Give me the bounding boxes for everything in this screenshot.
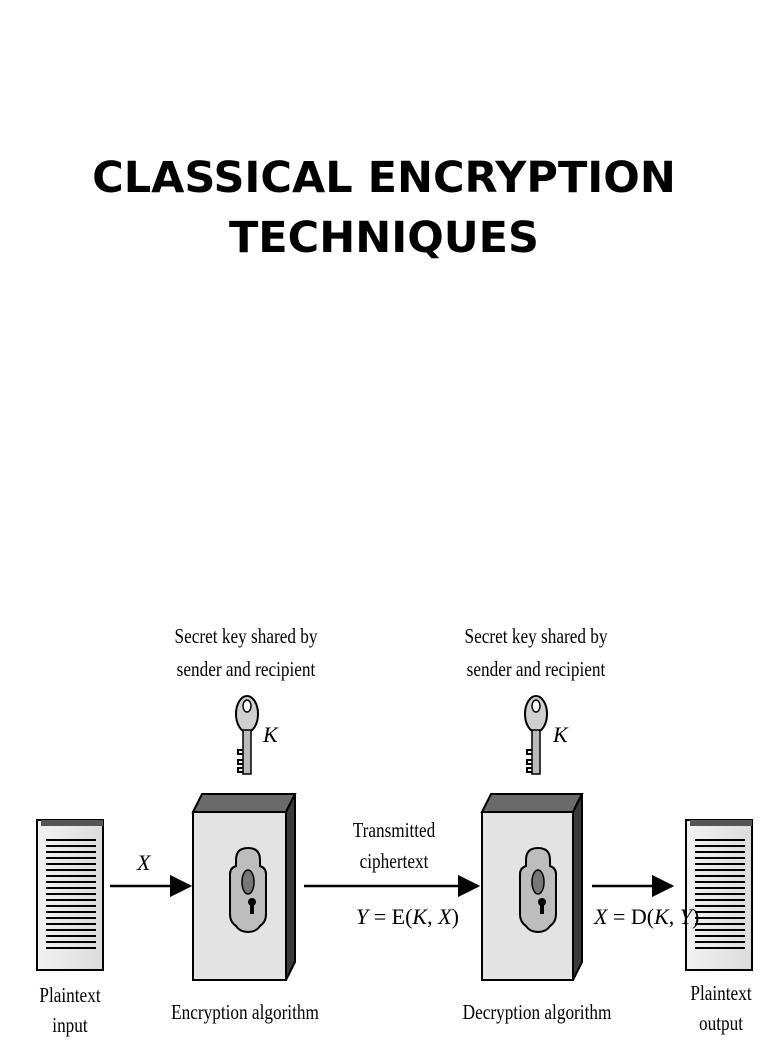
decryption-algorithm-label: Decryption algorithm — [462, 1000, 612, 1024]
decryption-formula: X = D(K, Y) — [594, 904, 700, 929]
encryption-formula: Y = E(K, X) — [356, 904, 459, 929]
slide-title: CLASSICAL ENCRYPTION TECHNIQUES — [0, 148, 768, 268]
plaintext-input-label: Plaintext input — [39, 983, 101, 1037]
encryption-algorithm-label: Encryption algorithm — [171, 1000, 319, 1024]
left-key-icon — [235, 695, 259, 775]
right-key-symbol: K — [553, 722, 568, 747]
encryption-lock-box-icon — [191, 793, 297, 981]
left-key-symbol: K — [263, 722, 278, 747]
title-line-2: TECHNIQUES — [228, 213, 540, 263]
right-key-icon — [524, 695, 548, 775]
decryption-lock-box-icon — [480, 793, 584, 981]
plaintext-output-document-icon — [685, 819, 753, 971]
plaintext-output-label: Plaintext output — [690, 981, 752, 1035]
title-line-1: CLASSICAL ENCRYPTION — [92, 153, 676, 203]
left-key-caption: Secret key shared by sender and recipien… — [174, 624, 318, 681]
transmitted-ciphertext-label: Transmitted ciphertext — [352, 818, 436, 873]
right-key-caption: Secret key shared by sender and recipien… — [464, 624, 608, 681]
input-symbol: X — [137, 850, 151, 875]
plaintext-input-document-icon — [36, 819, 104, 971]
